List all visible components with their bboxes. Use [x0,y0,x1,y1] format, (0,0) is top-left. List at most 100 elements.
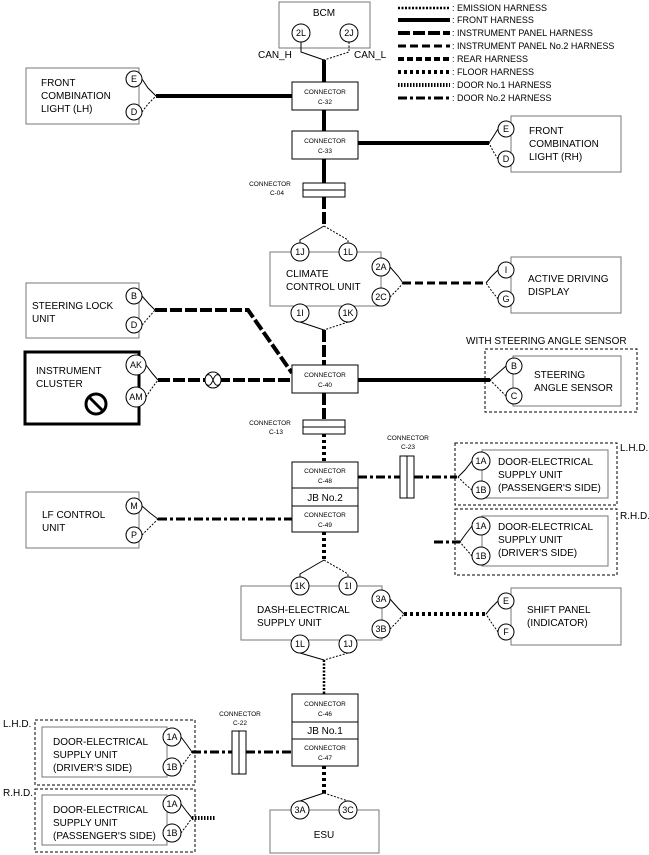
connector-c48-id: C-48 [318,478,332,485]
instrument-cluster-lead-top [145,364,159,381]
steering-lock-pin-d-label: D [131,320,138,330]
climate-pin-1i-label: 1I [296,308,304,318]
door-unit-lhd-passenger-lead-bottom [457,476,473,491]
bcm-pin-2l-label: 2L [296,28,306,38]
dash-supply-pin-3a-label: 3A [375,594,386,604]
active-driving-display-lead-bottom [485,282,499,300]
connector-c23-word: CONNECTOR [387,435,429,442]
door-unit-lhd-driver-line3: (DRIVER'S SIDE) [53,763,132,774]
door-unit-rhd-passenger-tag: R.H.D. [3,788,33,799]
door-unit-rhd-passenger: R.H.D. DOOR-ELECTRICAL SUPPLY UNIT (PASS… [3,788,215,853]
connector-c33-box [291,130,359,160]
door-unit-lhd-passenger-line2: SUPPLY UNIT [498,470,563,481]
steering-lock-line2: UNIT [32,314,55,325]
shift-panel-lead-top [485,600,499,615]
climate-lead-2a [389,266,404,284]
bcm-can-h-label: CAN_H [258,50,292,61]
steering-angle-line2: ANGLE SENSOR [534,383,613,394]
steering-angle-pin-b-label: B [511,361,517,371]
door-unit-rhd-driver-lead-bottom [459,541,473,557]
shift-panel-line2: (INDICATOR) [527,618,588,629]
lf-control-unit: LF CONTROL UNIT M P [25,491,159,549]
climate-pin-1j-label: 1J [295,247,305,257]
connector-c23: CONNECTOR C-23 [387,435,429,499]
door-unit-rhd-passenger-pin-1b-label: 1B [166,828,177,838]
climate-lead-1i [299,321,325,331]
door-unit-lhd-passenger-frame [454,442,618,506]
steering-angle-caption: WITH STEERING ANGLE SENSOR [466,336,627,347]
dash-electrical-supply-unit: DASH-ELECTRICAL SUPPLY UNIT 1K 1I 3A 3B … [240,559,405,661]
esu-lead-3c [323,792,349,802]
connector-c32-box [291,81,359,111]
esu-box [269,809,380,854]
door-unit-lhd-driver-lead-top [180,736,193,753]
steering-angle-pin-c-label: C [511,391,518,401]
connector-c49-box [291,505,359,533]
instrument-cluster-line1: INSTRUMENT [36,366,102,377]
active-driving-display-lead-top [485,269,499,284]
connector-c49-word: CONNECTOR [304,512,346,519]
door-unit-lhd-passenger-tag: L.H.D. [620,443,648,454]
front-comb-rh-line1: FRONT [529,126,563,137]
climate-lead-1l [323,225,349,244]
door-unit-lhd-passenger-line3: (PASSENGER'S SIDE) [498,483,601,494]
dash-supply-pin-1k [290,576,310,596]
dash-supply-pin-1k-label: 1K [294,581,305,591]
climate-lead-1j [299,225,325,244]
wire-steering-lock-c40 [155,308,294,375]
front-comb-lh-lead-bottom [141,95,157,113]
legend: : EMISSION HARNESS : FRONT HARNESS : INS… [398,3,614,103]
dash-supply-lead-3b [389,613,405,630]
legend-label-instrument-panel-2: : INSTRUMENT PANEL No.2 HARNESS [452,41,614,51]
shift-panel: SHIFT PANEL (INDICATOR) E F [485,587,622,646]
shift-panel-pin-e-label: E [503,596,509,606]
junction-block-1: CONNECTOR C-46 JB No.1 CONNECTOR C-47 [291,693,359,767]
door-unit-rhd-driver-box [481,515,609,567]
lf-control-box [25,491,140,549]
climate-line2: CONTROL UNIT [286,282,361,293]
door-unit-lhd-driver-tag: L.H.D. [3,719,31,730]
connector-c46-box [291,693,359,723]
connector-c13-id: C-13 [269,429,283,436]
front-comb-lh-lead-top [141,78,157,97]
steering-angle-lead-top [489,365,507,381]
connector-c33: CONNECTOR C-33 [291,130,359,160]
esu-title: ESU [314,830,335,841]
connector-c47-id: C-47 [318,755,332,762]
lf-control-line1: LF CONTROL [42,510,106,521]
legend-label-floor: : FLOOR HARNESS [452,67,534,77]
lf-control-lead-bottom [141,518,159,536]
door-unit-rhd-passenger-line1: DOOR-ELECTRICAL [53,805,148,816]
lf-control-lead-top [141,505,159,520]
instrument-cluster-lead-bottom [145,379,159,398]
door-unit-lhd-driver-pin-1a-label: 1A [166,732,177,742]
climate-pin-1l-label: 1L [343,247,353,257]
steering-angle-box [512,355,622,407]
door-unit-lhd-passenger: L.H.D. DOOR-ELECTRICAL SUPPLY UNIT (PASS… [454,442,648,506]
bcm-pin-2j-label: 2J [344,28,354,38]
dash-supply-box [240,585,383,641]
connector-c47-box [291,738,359,767]
connector-c04-word: CONNECTOR [249,181,291,188]
dash-supply-pin-1l-label: 1L [295,639,305,649]
connector-c13-word: CONNECTOR [249,420,291,427]
door-unit-lhd-passenger-pin-1b-label: 1B [475,485,486,495]
connector-c33-word: CONNECTOR [304,138,346,145]
door-unit-lhd-driver-frame [34,719,196,786]
connector-c47-word: CONNECTOR [304,745,346,752]
active-driving-display-line2: DISPLAY [528,287,570,298]
connector-c48-word: CONNECTOR [304,468,346,475]
lf-control-pin-m-label: M [130,501,138,511]
door-unit-rhd-passenger-line3: (PASSENGER'S SIDE) [53,831,156,842]
bcm-can-l-label: CAN_L [354,50,387,61]
esu-pin-3a-label: 3A [294,805,305,815]
connector-c22-word: CONNECTOR [219,711,261,718]
connector-c40-box [291,364,359,394]
door-unit-rhd-passenger-lead-bottom [180,817,193,834]
dash-supply-pin-3b-label: 3B [375,624,386,634]
door-unit-lhd-driver-box [41,726,168,778]
active-driving-display-line1: ACTIVE DRIVING [528,274,609,285]
door-unit-lhd-driver-pin-1b-label: 1B [166,762,177,772]
front-combination-light-rh: FRONT COMBINATION LIGHT (RH) E D [488,115,622,173]
dash-supply-lead-3a [389,598,405,615]
